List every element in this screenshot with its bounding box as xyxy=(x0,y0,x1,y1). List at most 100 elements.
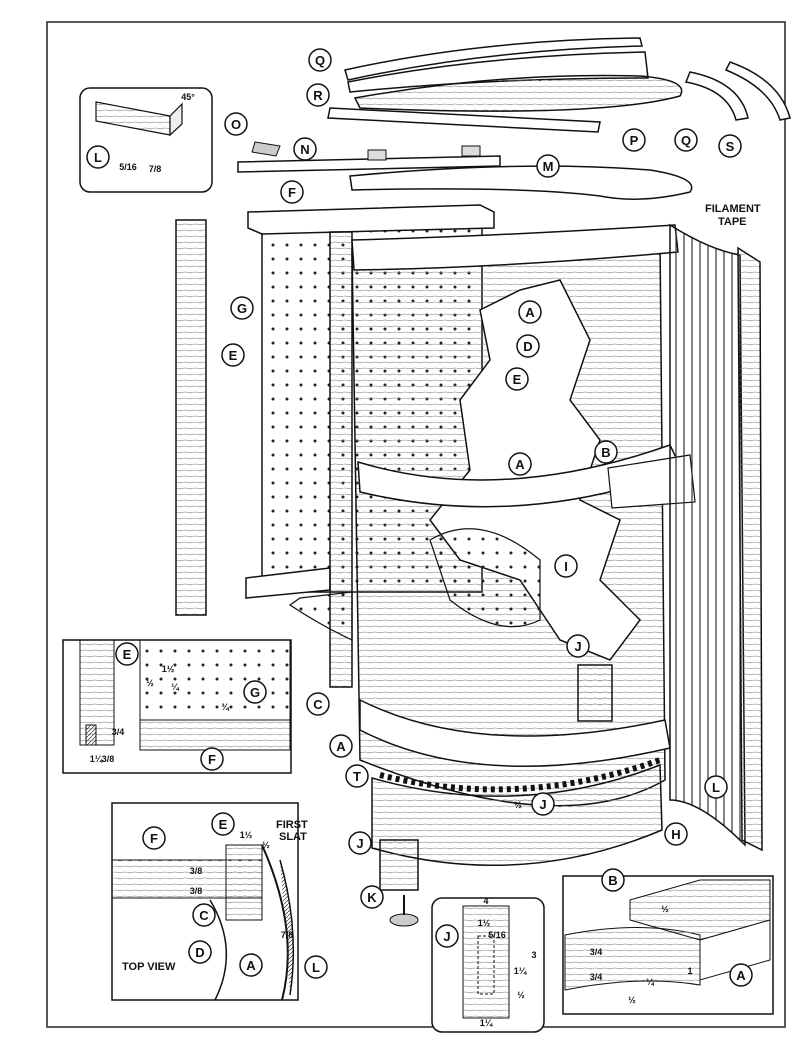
callout-s: S xyxy=(718,134,742,158)
callout-label: L xyxy=(94,150,102,165)
callout-t: T xyxy=(345,764,369,788)
callout-o: O xyxy=(224,112,248,136)
callout-label: A xyxy=(525,305,535,320)
callout-a-lower: A xyxy=(329,734,353,758)
callout-label: L xyxy=(712,780,720,795)
callout-l-right: L xyxy=(704,775,728,799)
callout-label: F xyxy=(150,831,158,846)
cabinet-body xyxy=(351,223,763,927)
callout-l-inset: L xyxy=(86,145,110,169)
callout-label: I xyxy=(564,559,568,574)
callout-label: L xyxy=(312,960,320,975)
callout-e-top-view: E xyxy=(211,812,235,836)
callout-i: I xyxy=(554,554,578,578)
callout-g-frame-inset: G xyxy=(243,680,267,704)
callout-label: D xyxy=(523,339,532,354)
callout-label: A xyxy=(246,958,256,973)
first-slat-caption-2: SLAT xyxy=(279,831,307,843)
dim-frame-3-4: 3/4 xyxy=(112,727,125,737)
dim-l-width: 7/8 xyxy=(149,164,162,174)
detail-l-bevel-inset: 45° 5/16 7/8 xyxy=(79,87,213,193)
callout-label: J xyxy=(539,797,546,812)
callout-label: E xyxy=(229,348,238,363)
callout-a-upper: A xyxy=(518,300,542,324)
dim-tv-3-8a: 3/8 xyxy=(190,866,203,876)
callout-label: E xyxy=(123,647,132,662)
callout-label: A xyxy=(736,968,746,983)
callout-k: K xyxy=(360,885,384,909)
callout-a-top-view: A xyxy=(239,953,263,977)
callout-label: C xyxy=(199,908,209,923)
dim-frame-1-4: ¼ xyxy=(171,682,180,692)
callout-e-frame-inset: E xyxy=(115,642,139,666)
callout-q-right: Q xyxy=(674,128,698,152)
callout-h: H xyxy=(664,822,688,846)
callout-label: N xyxy=(300,142,309,157)
callout-d-top-view: D xyxy=(188,940,212,964)
dim-tv-7-8: 7/8 xyxy=(281,930,294,940)
callout-label: Q xyxy=(681,133,691,148)
dim-frame-1-1-4: 1¼ xyxy=(90,754,104,764)
callout-n: N xyxy=(293,137,317,161)
dim-j-1-1-4b: 1¼ xyxy=(480,1018,494,1028)
dim-b-3-4b: 3/4 xyxy=(590,972,603,982)
callout-d: D xyxy=(516,334,540,358)
callout-e-left: E xyxy=(221,343,245,367)
callout-label: S xyxy=(726,139,735,154)
dim-frame-1-1-2: 1½ xyxy=(162,664,175,674)
dim-j-4: 4 xyxy=(483,896,488,906)
callout-j-body: J xyxy=(566,634,590,658)
dim-b-1-2b: ½ xyxy=(628,995,636,1005)
callout-label: B xyxy=(601,445,610,460)
callout-e-center: E xyxy=(505,367,529,391)
dim-j-1-2: ½ xyxy=(517,990,525,1000)
dim-j-1-1-2: 1½ xyxy=(478,918,491,928)
dim-tv-3-8b: 3/8 xyxy=(190,886,203,896)
callout-f-top: F xyxy=(280,180,304,204)
callout-label: E xyxy=(513,372,522,387)
callout-label: C xyxy=(313,697,323,712)
callout-label: F xyxy=(208,752,216,767)
callout-label: B xyxy=(608,873,617,888)
detail-frame-joint-inset: 1½ ½ ¼ 3/4 1¼ 3/8 ¾ xyxy=(62,639,292,774)
callout-label: G xyxy=(250,685,260,700)
dim-t-slot: ½ xyxy=(514,800,522,810)
callout-label: A xyxy=(336,739,346,754)
callout-j-foot: J xyxy=(348,831,372,855)
callout-label: D xyxy=(195,945,204,960)
dim-bevel-angle: 45° xyxy=(181,92,195,102)
dim-j-1-1-4a: 1¼ xyxy=(514,966,528,976)
callout-a-middle: A xyxy=(508,452,532,476)
dim-frame-1-2: ½ xyxy=(146,678,154,688)
callout-label: J xyxy=(574,639,581,654)
callouts: Q R O N P Q S M L F G E A D E A B I J C … xyxy=(86,48,753,987)
callout-l-top-view: L xyxy=(304,955,328,979)
dim-j-3: 3 xyxy=(531,950,536,960)
callout-c-body: C xyxy=(306,692,330,716)
callout-label: R xyxy=(313,88,323,103)
callout-b: B xyxy=(594,440,618,464)
callout-label: T xyxy=(353,769,361,784)
dim-tv-1-2: ½ xyxy=(262,840,270,850)
dim-frame-3-4b: ¾ xyxy=(221,702,230,712)
callout-a-inset: A xyxy=(729,963,753,987)
top-frame-parts xyxy=(237,37,791,200)
callout-label: F xyxy=(288,185,296,200)
callout-label: P xyxy=(630,133,639,148)
dim-tv-1-1-2: 1½ xyxy=(240,830,253,840)
callout-p: P xyxy=(622,128,646,152)
callout-label: J xyxy=(443,929,450,944)
callout-label: E xyxy=(219,817,228,832)
callout-c-top-view: C xyxy=(192,903,216,927)
callout-b-inset: B xyxy=(601,868,625,892)
filament-tape-label-2: TAPE xyxy=(718,216,747,228)
callout-label: Q xyxy=(315,53,325,68)
callout-label: K xyxy=(367,890,377,905)
callout-label: J xyxy=(356,836,363,851)
dim-j-5-16: 5/16 xyxy=(488,930,506,940)
top-view-caption: TOP VIEW xyxy=(122,961,176,973)
callout-label: H xyxy=(671,827,680,842)
detail-b-joint-inset: ½ 3/4 3/4 ¼ ½ 1 xyxy=(562,875,774,1015)
callout-r: R xyxy=(306,83,330,107)
callout-m: M xyxy=(536,154,560,178)
